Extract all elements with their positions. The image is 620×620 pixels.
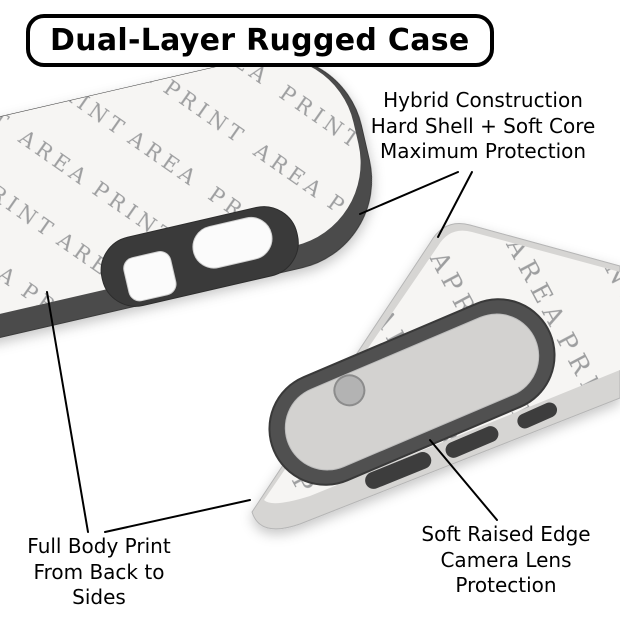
side-button-power bbox=[517, 402, 558, 429]
callout-fullbody-line-1: Full Body Print bbox=[27, 534, 171, 558]
callout-camera-line-1: Soft Raised Edge bbox=[421, 522, 591, 546]
camera-cutout-hole-square bbox=[123, 251, 177, 302]
case-back-print-pattern bbox=[0, 56, 361, 372]
pointer-line-hybrid-right bbox=[437, 171, 473, 238]
callout-fullbody-line-3: Sides bbox=[72, 585, 126, 610]
callout-camera-line-2: Camera Lens bbox=[440, 547, 572, 572]
camera-cutout-hole-pill bbox=[192, 216, 273, 269]
callout-full-body-print: Full Body Print From Back to Sides bbox=[18, 534, 180, 611]
pointer-line-camera bbox=[429, 439, 498, 521]
callout-hybrid-line-1: Hybrid Construction bbox=[383, 88, 583, 112]
camera-ring-interior bbox=[284, 313, 540, 471]
pointer-line-hybrid-left bbox=[359, 171, 459, 215]
side-button-volume bbox=[365, 452, 432, 489]
camera-lens-hole bbox=[333, 374, 366, 407]
phone-case-bottom-right bbox=[251, 223, 620, 530]
callout-fullbody-line-2: From Back to bbox=[33, 559, 165, 584]
pointer-line-fullbody-right bbox=[104, 499, 251, 533]
callout-camera-protection: Soft Raised Edge Camera Lens Protection bbox=[408, 522, 604, 599]
pointer-line-fullbody-left bbox=[46, 291, 89, 533]
page-title: Dual-Layer Rugged Case bbox=[26, 14, 494, 67]
side-button-middle bbox=[445, 426, 499, 458]
phone-case-top-left bbox=[0, 55, 373, 394]
callout-hybrid-construction: Hybrid Construction Hard Shell + Soft Co… bbox=[358, 88, 608, 165]
callout-camera-line-3: Protection bbox=[455, 573, 557, 598]
callout-hybrid-line-3: Maximum Protection bbox=[379, 139, 587, 164]
callout-hybrid-line-2: Hard Shell + Soft Core bbox=[370, 113, 596, 138]
